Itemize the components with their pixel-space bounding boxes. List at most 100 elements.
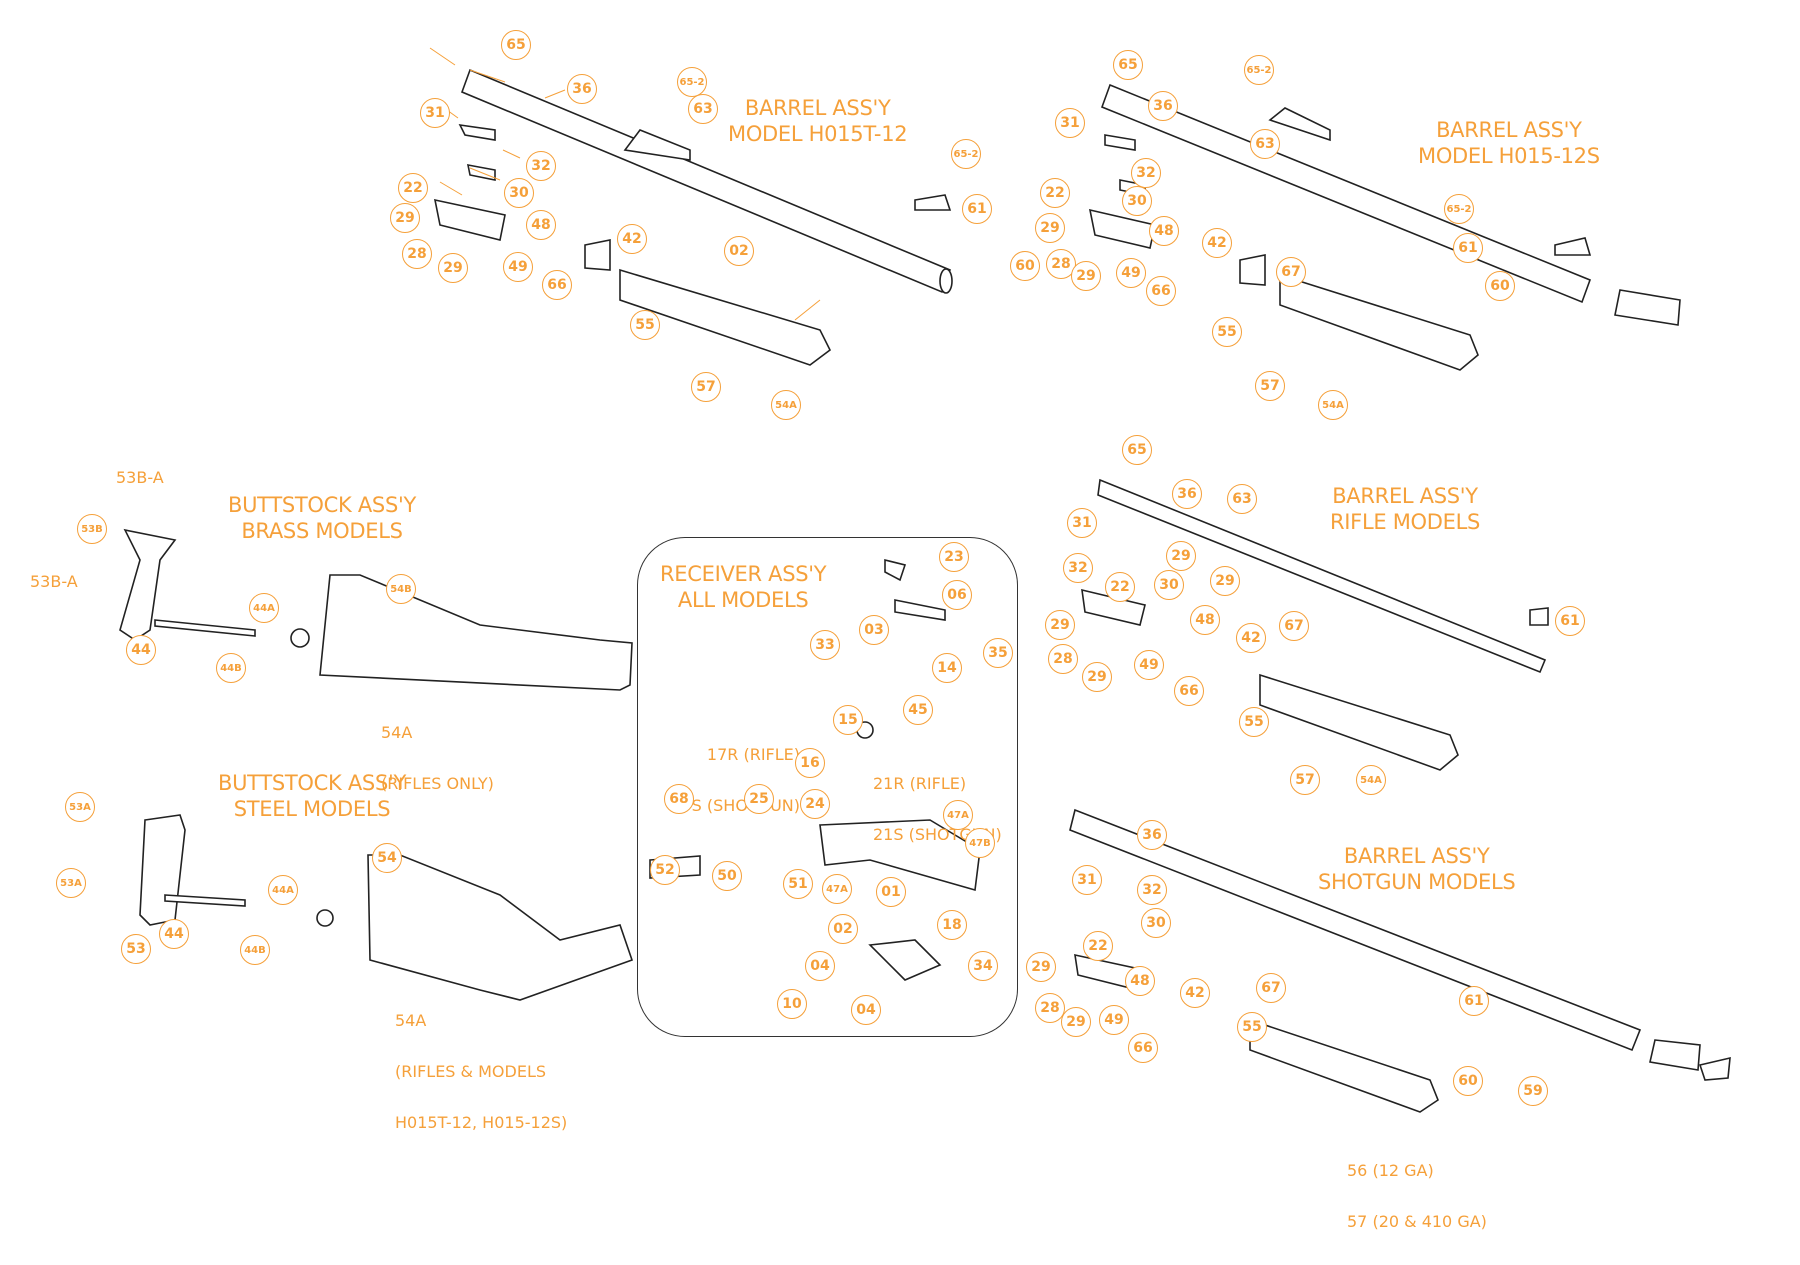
part-callout[interactable]: 29: [1045, 610, 1075, 640]
part-callout[interactable]: 60: [1453, 1066, 1483, 1096]
part-callout[interactable]: 01: [876, 877, 906, 907]
part-callout[interactable]: 48: [1125, 966, 1155, 996]
part-callout[interactable]: 22: [398, 173, 428, 203]
part-callout[interactable]: 30: [504, 178, 534, 208]
part-callout[interactable]: 32: [526, 151, 556, 181]
part-callout[interactable]: 36: [1148, 91, 1178, 121]
part-callout[interactable]: 49: [503, 252, 533, 282]
part-callout[interactable]: 55: [1239, 707, 1269, 737]
part-callout[interactable]: 65-2: [1444, 194, 1474, 224]
part-callout[interactable]: 57: [1290, 765, 1320, 795]
part-callout[interactable]: 67: [1276, 257, 1306, 287]
part-callout[interactable]: 49: [1099, 1005, 1129, 1035]
part-callout[interactable]: 61: [1459, 986, 1489, 1016]
part-callout[interactable]: 04: [851, 995, 881, 1025]
part-callout[interactable]: 30: [1154, 570, 1184, 600]
part-callout[interactable]: 61: [1555, 606, 1585, 636]
part-callout[interactable]: 22: [1040, 178, 1070, 208]
part-callout[interactable]: 49: [1134, 650, 1164, 680]
part-callout[interactable]: 48: [526, 210, 556, 240]
part-callout[interactable]: 35: [983, 638, 1013, 668]
part-callout[interactable]: 44B: [216, 653, 246, 683]
part-callout[interactable]: 29: [1061, 1007, 1091, 1037]
part-callout[interactable]: 31: [1067, 508, 1097, 538]
part-callout[interactable]: 65: [1113, 50, 1143, 80]
part-callout[interactable]: 53A: [65, 792, 95, 822]
part-callout[interactable]: 47A: [822, 874, 852, 904]
part-callout[interactable]: 28: [1035, 993, 1065, 1023]
part-callout[interactable]: 66: [1174, 676, 1204, 706]
part-callout[interactable]: 04: [805, 951, 835, 981]
part-callout[interactable]: 29: [390, 203, 420, 233]
part-callout[interactable]: 42: [1180, 978, 1210, 1008]
part-callout[interactable]: 02: [828, 914, 858, 944]
part-callout[interactable]: 32: [1063, 553, 1093, 583]
part-callout[interactable]: 53A: [56, 868, 86, 898]
part-callout[interactable]: 31: [420, 98, 450, 128]
part-callout[interactable]: 53: [121, 934, 151, 964]
part-callout[interactable]: 36: [1137, 820, 1167, 850]
part-callout[interactable]: 44: [159, 919, 189, 949]
part-callout[interactable]: 29: [1026, 952, 1056, 982]
part-callout[interactable]: 65-2: [1244, 55, 1274, 85]
part-callout[interactable]: 02: [724, 236, 754, 266]
part-callout[interactable]: 18: [937, 910, 967, 940]
part-callout[interactable]: 34: [968, 951, 998, 981]
part-callout[interactable]: 31: [1055, 108, 1085, 138]
part-callout[interactable]: 61: [1453, 233, 1483, 263]
part-callout[interactable]: 67: [1256, 973, 1286, 1003]
part-callout[interactable]: 31: [1072, 865, 1102, 895]
part-callout[interactable]: 42: [1236, 623, 1266, 653]
part-callout[interactable]: 55: [1212, 317, 1242, 347]
part-callout[interactable]: 66: [1128, 1033, 1158, 1063]
part-callout[interactable]: 44A: [268, 875, 298, 905]
part-callout[interactable]: 67: [1279, 611, 1309, 641]
part-callout[interactable]: 66: [1146, 276, 1176, 306]
part-callout[interactable]: 63: [688, 94, 718, 124]
part-callout[interactable]: 15: [833, 705, 863, 735]
part-callout[interactable]: 23: [939, 542, 969, 572]
part-callout[interactable]: 65-2: [677, 67, 707, 97]
part-callout[interactable]: 36: [567, 74, 597, 104]
part-callout[interactable]: 22: [1105, 572, 1135, 602]
part-callout[interactable]: 32: [1131, 158, 1161, 188]
part-callout[interactable]: 44A: [249, 593, 279, 623]
part-callout[interactable]: 60: [1010, 251, 1040, 281]
part-callout[interactable]: 42: [1202, 228, 1232, 258]
part-callout[interactable]: 29: [1071, 261, 1101, 291]
part-callout[interactable]: 47B: [965, 828, 995, 858]
part-callout[interactable]: 54A: [1356, 765, 1386, 795]
part-callout[interactable]: 03: [859, 615, 889, 645]
part-callout[interactable]: 65: [501, 30, 531, 60]
part-callout[interactable]: 42: [617, 224, 647, 254]
part-callout[interactable]: 50: [712, 861, 742, 891]
part-callout[interactable]: 29: [1166, 541, 1196, 571]
part-callout[interactable]: 33: [810, 630, 840, 660]
part-callout[interactable]: 55: [1237, 1012, 1267, 1042]
part-callout[interactable]: 29: [1035, 213, 1065, 243]
part-callout[interactable]: 32: [1137, 875, 1167, 905]
part-callout[interactable]: 61: [962, 194, 992, 224]
part-callout[interactable]: 45: [903, 695, 933, 725]
part-callout[interactable]: 66: [542, 270, 572, 300]
part-callout[interactable]: 28: [1048, 644, 1078, 674]
part-callout[interactable]: 44: [126, 635, 156, 665]
part-callout[interactable]: 48: [1190, 605, 1220, 635]
part-callout[interactable]: 49: [1116, 258, 1146, 288]
part-callout[interactable]: 47A: [943, 800, 973, 830]
part-callout[interactable]: 28: [402, 239, 432, 269]
part-callout[interactable]: 29: [1082, 662, 1112, 692]
part-callout[interactable]: 24: [800, 789, 830, 819]
part-callout[interactable]: 06: [942, 580, 972, 610]
part-callout[interactable]: 65: [1122, 435, 1152, 465]
part-callout[interactable]: 65-2: [951, 139, 981, 169]
part-callout[interactable]: 54: [372, 843, 402, 873]
part-callout[interactable]: 16: [795, 748, 825, 778]
part-callout[interactable]: 29: [1210, 566, 1240, 596]
part-callout[interactable]: 30: [1141, 908, 1171, 938]
part-callout[interactable]: 54A: [771, 390, 801, 420]
part-callout[interactable]: 51: [783, 869, 813, 899]
part-callout[interactable]: 10: [777, 989, 807, 1019]
part-callout[interactable]: 22: [1083, 931, 1113, 961]
part-callout[interactable]: 63: [1227, 484, 1257, 514]
